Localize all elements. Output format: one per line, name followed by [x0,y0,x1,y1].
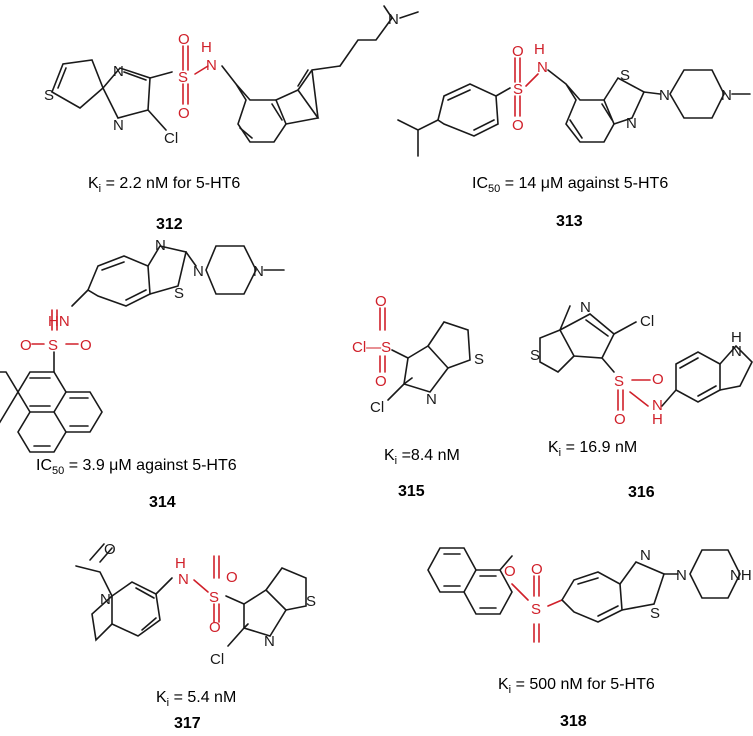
activity-312: Ki = 2.2 nM for 5-HT6 [88,175,240,195]
atom-s-sulfonyl: S [513,81,523,98]
activity-316: Ki = 16.9 nM [548,439,637,459]
atom-o: O [652,371,664,388]
atom-n: N [659,87,670,104]
atom-n: N [640,547,651,564]
compound-id-316: 316 [628,484,655,501]
compound-id-312: 312 [156,216,183,233]
activity-313: IC50 = 14 μM against 5-HT6 [472,175,668,195]
atom-n: N [178,571,189,588]
activity-318: Ki = 500 nM for 5-HT6 [498,676,655,696]
atom-n: N [113,117,124,134]
atom-s-sulfonyl: S [178,69,188,86]
activity-315: Ki =8.4 nM [384,447,460,467]
atom-s: S [530,347,540,364]
atom-hn: HN [48,313,70,330]
atom-n: N [100,591,111,608]
atom-o: O [504,563,516,580]
atom-n: N [537,59,548,76]
atom-o: O [512,117,524,134]
atom-s-sulfonyl: S [614,373,624,390]
atom-o: O [531,561,543,578]
structure-317: O N H N S O O S N Cl [75,541,316,668]
atom-n: N [652,397,663,414]
atom-cl: Cl [210,651,224,668]
structure-313: S O O H N S N N N [397,41,751,157]
atom-s: S [306,593,316,610]
atom-n: N [206,57,217,74]
atom-o: O [104,541,116,558]
atom-n: N [721,87,732,104]
structure-315: O O Cl—S S N Cl [352,293,484,416]
atom-nh: NH [730,567,752,584]
atom-h: H [201,39,212,56]
atom-s-sulfonyl: S [531,601,541,618]
atom-h: H [175,555,186,572]
compound-id-313: 313 [556,213,583,230]
atom-n: N [626,115,637,132]
atom-n: N [676,567,687,584]
atom-s: S [44,87,54,104]
atom-cl: Cl [370,399,384,416]
structure-316: N Cl S S O O H N H N [530,299,753,428]
activity-317: Ki = 5.4 nM [156,689,236,709]
atom-n: N [580,299,591,316]
structure-318: O S O N S N NH [427,547,752,643]
atom-h: H [731,329,742,346]
atom-o: O [226,569,238,586]
compound-id-314: 314 [149,494,176,511]
atom-s: S [650,605,660,622]
atom-o: O [178,31,190,48]
atom-o: O [20,337,32,354]
atom-o: O [512,43,524,60]
atom-cl-s: Cl—S [352,339,391,356]
atom-n: N [388,11,399,28]
atom-s: S [620,67,630,84]
compound-id-318: 318 [560,713,587,730]
structure-314: N S N N HN S O O [0,237,285,453]
atom-n: N [155,237,166,254]
activity-314: IC50 = 3.9 μM against 5-HT6 [36,457,237,477]
compound-id-315: 315 [398,483,425,500]
compound-id-317: 317 [174,715,201,732]
structure-312: S N N Cl S O O H N N [44,5,419,147]
atom-o: O [178,105,190,122]
atom-o: O [209,619,221,636]
atom-o: O [614,411,626,428]
atom-s: S [474,351,484,368]
atom-h: H [652,411,663,428]
atom-n: N [253,263,264,280]
atom-s: S [174,285,184,302]
atom-cl: Cl [640,313,654,330]
atom-n: N [193,263,204,280]
atom-cl: Cl [164,130,178,147]
atom-h: H [534,41,545,58]
atom-n: N [731,343,742,360]
atom-s-sulfonyl: S [48,337,58,354]
atom-n: N [426,391,437,408]
atom-n: N [113,63,124,80]
atom-o: O [375,373,387,390]
atom-o: O [80,337,92,354]
atom-s-sulfonyl: S [209,589,219,606]
atom-n: N [264,633,275,650]
atom-o: O [375,293,387,310]
